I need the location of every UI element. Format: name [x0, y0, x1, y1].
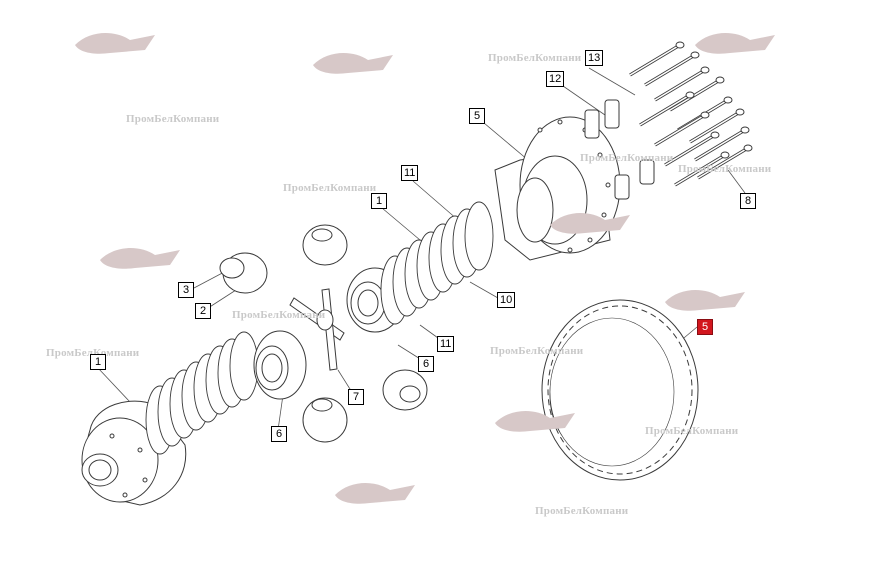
watermark-logo — [495, 411, 575, 432]
callout-10[interactable]: 10 — [497, 292, 516, 308]
watermark-logo — [665, 290, 745, 311]
watermark-text: ПромБелКомпани — [645, 425, 739, 437]
watermark-text: ПромБелКомпани — [126, 113, 220, 125]
watermark-text: ПромБелКомпани — [283, 182, 377, 194]
left-side-gear — [253, 330, 307, 400]
watermark-logo — [335, 483, 415, 504]
callout-8[interactable]: 8 — [740, 193, 756, 209]
watermark-logo — [313, 53, 393, 74]
callout-5-active[interactable]: 5 — [697, 319, 713, 335]
watermark-logo — [100, 248, 180, 269]
callout-6[interactable]: 6 — [271, 426, 287, 442]
watermark-logo — [695, 33, 775, 54]
lock-plates — [584, 99, 655, 200]
callout-2[interactable]: 2 — [195, 303, 211, 319]
left-housing — [81, 400, 187, 506]
callout-1[interactable]: 1 — [90, 354, 106, 370]
left-clutch-discs — [145, 331, 259, 455]
watermark-text: ПромБелКомпани — [678, 163, 772, 175]
watermark-logo — [550, 213, 630, 234]
callout-11[interactable]: 11 — [401, 165, 419, 181]
callout-12[interactable]: 12 — [546, 71, 565, 87]
callout-11[interactable]: 11 — [437, 336, 455, 352]
watermark-text: ПромБелКомпани — [580, 152, 674, 164]
right-clutch-discs — [380, 201, 494, 325]
callout-5[interactable]: 5 — [469, 108, 485, 124]
ring-gear — [541, 299, 699, 481]
callout-1[interactable]: 1 — [371, 193, 387, 209]
watermark-logo — [75, 33, 155, 54]
watermark-text: ПромБелКомпани — [490, 345, 584, 357]
watermark-text: ПромБелКомпани — [232, 309, 326, 321]
pinion-gears — [219, 224, 428, 443]
callout-7[interactable]: 7 — [348, 389, 364, 405]
callout-13[interactable]: 13 — [585, 50, 604, 66]
watermark-text: ПромБелКомпани — [488, 52, 582, 64]
watermark-text: ПромБелКомпани — [535, 505, 629, 517]
callout-3[interactable]: 3 — [178, 282, 194, 298]
cross-shaft — [289, 288, 345, 371]
callout-6[interactable]: 6 — [418, 356, 434, 372]
watermark-text: ПромБелКомпани — [46, 347, 140, 359]
